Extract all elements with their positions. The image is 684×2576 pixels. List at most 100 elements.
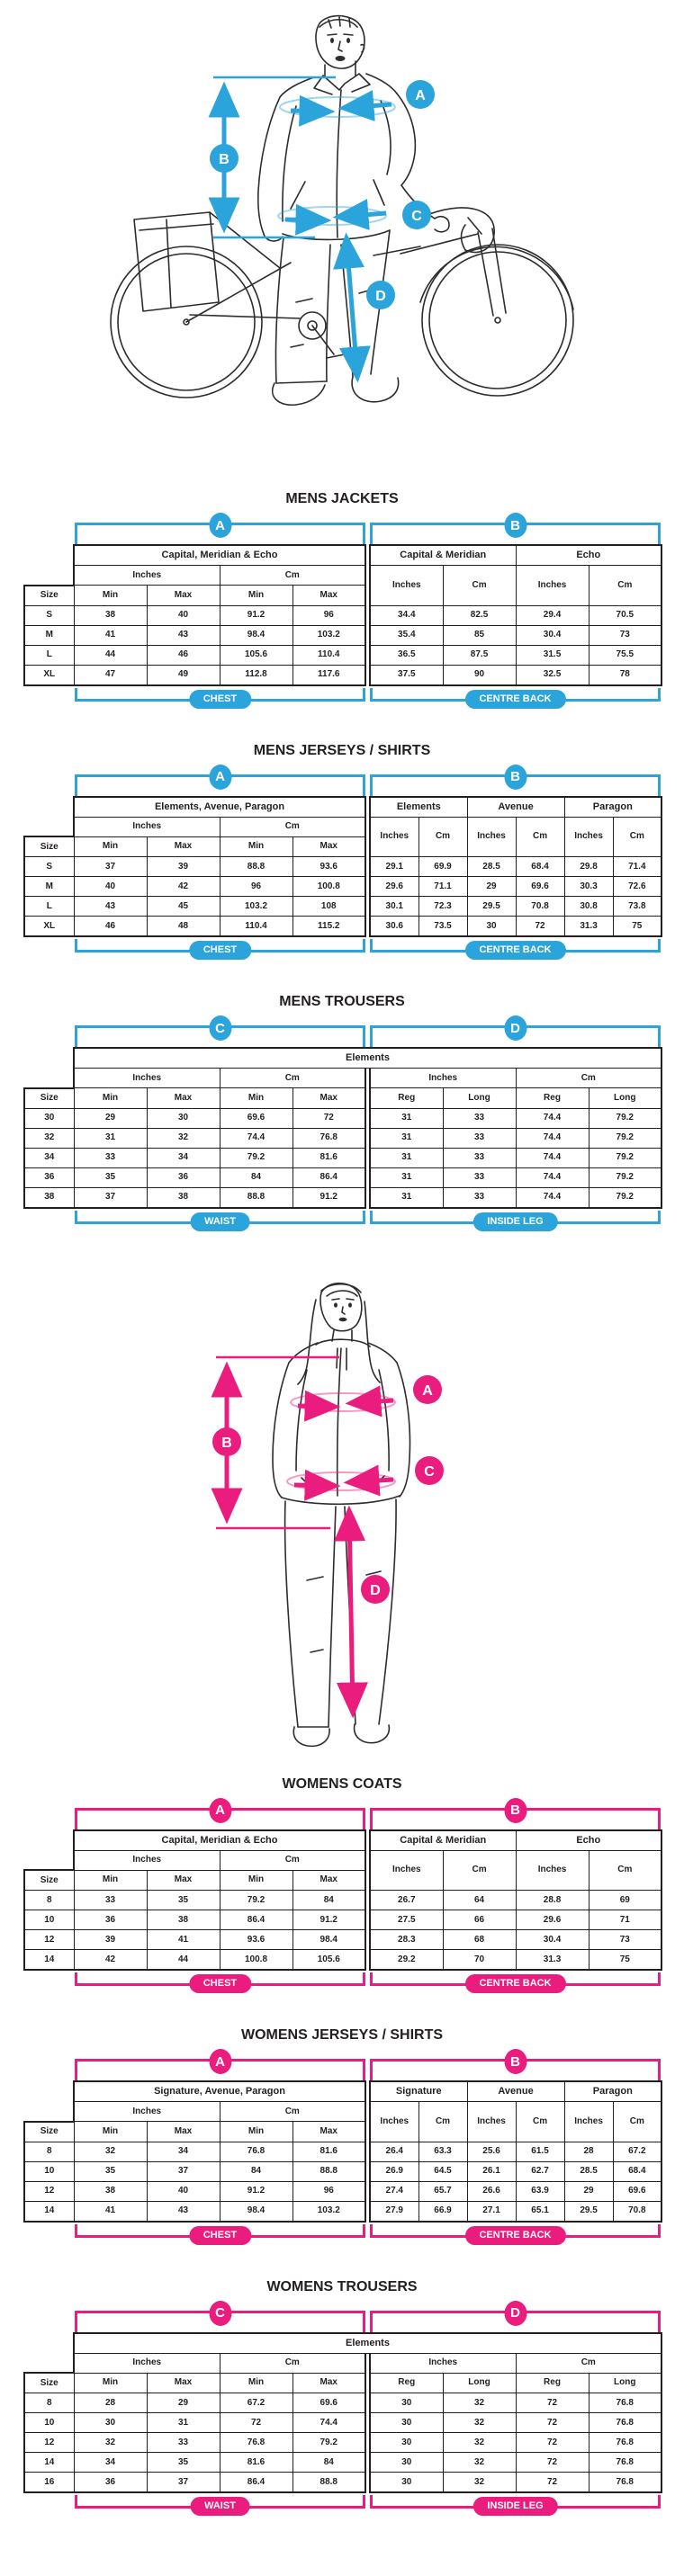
value-cell: 74.4 [219,1127,293,1149]
value-cell: 37 [73,1186,148,1209]
gap-cell [365,2393,370,2413]
gap-cell [365,2201,371,2222]
value-cell: 29.4 [515,604,590,626]
header-cell: Inches [369,2101,419,2142]
value-cell: 40 [146,2180,220,2202]
size-cell: 10 [23,1910,75,1930]
gap-cell [365,1128,370,1148]
value-cell: 75 [612,916,663,937]
value-cell: 98.4 [219,2200,293,2223]
value-cell: 27.4 [369,2180,419,2202]
footer-bracket-right: CENTRE BACK [370,2223,661,2245]
value-cell: 26.6 [466,2180,517,2202]
bracket-marker: D [504,1015,526,1041]
value-cell: 72 [515,916,565,937]
measure-pill: CENTRE BACK [464,2225,566,2245]
value-cell: 110.4 [219,916,293,937]
header-cell: Reg [515,1087,590,1109]
value-cell: 28.3 [369,1929,444,1950]
size-cell: M [23,624,75,646]
value-cell: 88.8 [219,856,293,877]
size-cell: 12 [23,2180,75,2202]
value-cell: 103.2 [292,2200,367,2223]
svg-text:A: A [415,88,426,103]
header-cell: Size [23,836,75,857]
value-cell: 100.8 [219,1949,293,1971]
value-cell: 67.2 [612,2141,663,2162]
bracket-right: B [370,764,661,796]
measure-pill: CENTRE BACK [464,941,566,960]
value-cell: 79.2 [292,2432,366,2453]
value-cell: 37 [146,2472,220,2493]
value-cell: 30 [369,2472,444,2493]
value-cell: 76.8 [588,2412,663,2433]
gap-cell [365,1068,370,1088]
value-cell: 33 [442,1186,517,1209]
gap-cell [365,1108,370,1128]
measure-pill: WAIST [190,1212,250,1231]
bracket-left: A [75,1797,365,1829]
measure-pill: CHEST [188,2225,252,2245]
value-cell: 35.4 [369,624,444,646]
value-cell: 70.8 [515,896,565,917]
value-cell: 31.3 [515,1949,590,1971]
gap-cell [365,1850,371,1870]
value-cell: 36.5 [369,644,444,666]
value-cell: 29 [563,2180,614,2202]
value-cell: 69.9 [418,856,468,877]
header-cell: Cm [219,2352,366,2374]
table-title: WOMENS TROUSERS [266,2278,418,2294]
gap-cell [365,2161,371,2181]
value-cell: 31 [73,1127,148,1149]
header-cell: Signature, Avenue, Paragon [72,2080,367,2102]
measure-pill: CHEST [188,941,252,960]
value-cell: 30 [369,2432,444,2453]
value-cell: 73.5 [418,916,468,937]
value-cell: 79.2 [588,1107,663,1129]
value-cell: 72 [515,2432,590,2453]
value-cell: 115.2 [292,916,367,937]
header-cell: Avenue [466,2080,565,2102]
header-cell: Min [219,2372,293,2393]
header-cell: Cm [515,2352,663,2374]
header-cell: Min [73,836,148,857]
value-cell: 31.3 [563,916,614,937]
footer-bracket-right: CENTRE BACK [370,1972,661,1993]
value-cell: 78 [588,664,663,686]
svg-text:B: B [219,152,230,167]
value-cell: 105.6 [292,1949,367,1971]
value-cell: 73 [588,1929,663,1950]
value-cell: 81.6 [292,2141,367,2162]
blank-cell [24,796,74,817]
value-cell: 87.5 [442,644,517,666]
value-cell: 38 [146,1910,220,1930]
value-cell: 30.4 [515,1929,590,1950]
gap-cell [365,1890,371,1910]
header-cell: Cm [442,1849,517,1891]
gap-cell [365,2432,370,2453]
gap-cell [365,565,371,586]
header-cell: Capital, Meridian & Echo [72,1829,367,1851]
gap-cell [365,1829,371,1850]
value-cell: 29 [73,1107,148,1129]
value-cell: 61.5 [515,2141,565,2162]
blank-cell [24,565,74,586]
value-cell: 74.4 [515,1186,590,1209]
value-cell: 43 [73,896,148,917]
value-cell: 79.2 [588,1127,663,1149]
header-cell: Size [23,1869,75,1891]
marker-d-inside-leg: D [366,281,395,309]
value-cell: 76.8 [219,2141,293,2162]
size-cell: XL [23,916,75,937]
value-cell: 27.5 [369,1910,444,1930]
value-cell: 72.3 [418,896,468,917]
value-cell: 31 [369,1167,444,1188]
measurement-annotations-man: A B C D [208,76,435,383]
value-cell: 28 [73,2393,148,2413]
size-cell: 32 [23,1127,75,1149]
header-cell: Reg [369,2372,444,2393]
